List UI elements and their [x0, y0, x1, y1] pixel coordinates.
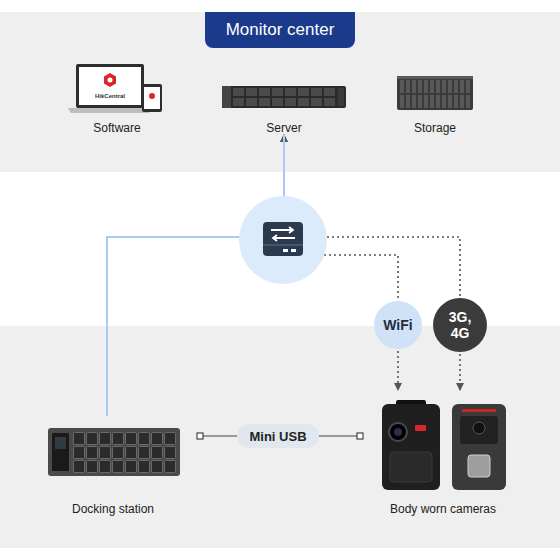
bottom-band — [0, 326, 560, 548]
tablet-icon-part — [144, 87, 160, 109]
node-caption: Software — [42, 121, 192, 135]
laptop-icon-part — [104, 73, 116, 87]
docking-station-icon — [48, 428, 180, 476]
docking-station-icon-part — [48, 428, 180, 476]
body-camera-icon-part — [390, 452, 432, 482]
body-camera-icon-part — [452, 404, 506, 490]
server-icon — [222, 86, 346, 108]
laptop-icon-part — [79, 67, 141, 105]
network-switch-part — [239, 196, 327, 284]
body-camera-icon-part — [462, 409, 496, 412]
docking-station-icon-part — [55, 437, 66, 449]
laptop-icon-part — [68, 108, 152, 113]
edge-label: WiFi — [383, 317, 412, 333]
network-switch-part — [263, 222, 303, 256]
laptop-icon-part — [108, 78, 113, 83]
body-camera-icon-part — [389, 423, 407, 441]
network-switch — [239, 196, 327, 284]
body-camera-icon-part — [468, 455, 490, 477]
brand-logo-text: HikCentral — [95, 93, 125, 99]
laptop-icon-part — [76, 64, 144, 108]
tablet-icon-part — [142, 84, 162, 112]
edge-label-badge: Mini USB — [237, 424, 319, 448]
body-camera-icon-part — [415, 425, 426, 431]
edge-label-badge: 3G, 4G — [433, 298, 487, 352]
edge-label: 3G, 4G — [443, 309, 477, 341]
network-switch-part — [271, 227, 293, 233]
network-switch-part — [291, 249, 296, 252]
docking-station-icon-part — [73, 432, 177, 474]
server-icon-part — [338, 88, 344, 106]
docking-station-icon-part — [52, 433, 69, 471]
laptop-icon — [68, 64, 152, 113]
server-icon-part — [233, 88, 337, 106]
edge-label: Mini USB — [249, 429, 306, 444]
network-switch-part — [283, 249, 288, 252]
network-switch-part — [263, 245, 303, 246]
body-camera-icon-part — [394, 428, 402, 436]
band-heading: Monitor center — [205, 12, 355, 48]
server-icon-part — [222, 86, 346, 108]
tablet-icon — [142, 84, 162, 112]
storage-icon-part — [397, 76, 473, 110]
node-caption: Body worn cameras — [352, 502, 534, 516]
tablet-icon-part — [149, 93, 155, 99]
storage-icon-part — [397, 76, 473, 79]
server-icon-part — [222, 86, 231, 108]
body-camera-icon — [382, 400, 440, 490]
storage-icon-part — [400, 80, 470, 108]
body-camera-icon-part — [473, 422, 485, 434]
node-caption: Storage — [368, 121, 502, 135]
body-camera-icon-part — [382, 404, 440, 490]
network-switch-part — [273, 235, 295, 241]
edge-label-badge: WiFi — [374, 301, 422, 349]
body-camera-icon — [452, 404, 506, 490]
body-camera-icon-part — [460, 416, 498, 444]
node-caption: Server — [195, 121, 373, 135]
node-caption: Docking station — [20, 502, 206, 516]
storage-icon — [397, 76, 473, 110]
